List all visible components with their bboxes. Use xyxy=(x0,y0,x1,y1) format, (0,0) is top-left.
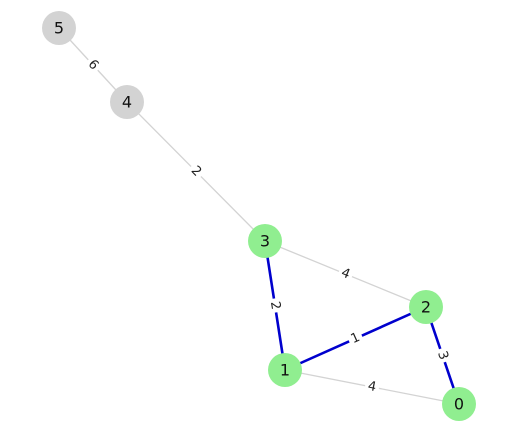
edge-label-1-2: 1 xyxy=(345,328,366,349)
node-label: 3 xyxy=(260,232,270,251)
edge-label-3-1: 2 xyxy=(266,297,284,314)
node-circle xyxy=(409,290,443,324)
node-circle xyxy=(442,387,476,421)
node-label: 5 xyxy=(54,19,64,38)
edge-label-4-3: 2 xyxy=(185,160,207,183)
node-label: 0 xyxy=(454,395,464,414)
node-label: 2 xyxy=(421,298,431,317)
node-0: 0 xyxy=(442,387,476,421)
edges-layer xyxy=(58,27,461,406)
edge-label-1-0: 4 xyxy=(363,377,381,397)
node-1: 1 xyxy=(268,353,302,387)
edge-label-5-4: 6 xyxy=(82,54,104,76)
edge-labels-layer: 6 2 4 2 1 3 4 xyxy=(82,54,453,397)
node-circle xyxy=(42,11,76,45)
node-circle xyxy=(110,85,144,119)
node-label: 1 xyxy=(280,361,290,380)
edge-label-background xyxy=(185,160,207,183)
edge-label-2-0: 3 xyxy=(432,346,453,365)
edge-label-background xyxy=(363,377,381,397)
edge-label-background xyxy=(345,328,366,349)
node-circle xyxy=(248,224,282,258)
edge-weight-label: 4 xyxy=(366,379,377,395)
node-2: 2 xyxy=(409,290,443,324)
edge-label-3-2: 4 xyxy=(335,263,356,285)
nodes-layer: 0 1 2 3 4 5 xyxy=(42,11,476,421)
edge-label-background xyxy=(432,346,453,365)
edge-label-background xyxy=(335,263,356,285)
node-label: 4 xyxy=(122,93,132,112)
node-4: 4 xyxy=(110,85,144,119)
node-5: 5 xyxy=(42,11,76,45)
node-circle xyxy=(268,353,302,387)
edge-label-background xyxy=(266,297,284,314)
node-3: 3 xyxy=(248,224,282,258)
edge-weight-label: 2 xyxy=(267,300,283,310)
edge-label-background xyxy=(82,54,104,76)
